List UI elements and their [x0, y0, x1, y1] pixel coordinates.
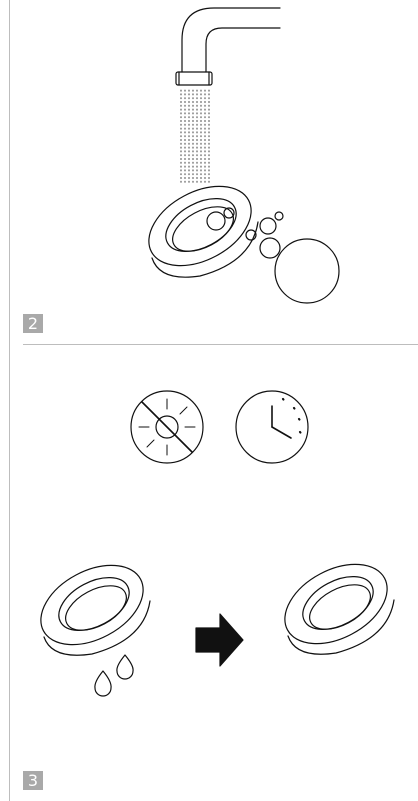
water-stream [181, 90, 209, 184]
bubbles [207, 208, 339, 303]
dry-lens-icon [271, 548, 400, 660]
step-number-badge: 3 [23, 771, 43, 790]
clock-icon [236, 391, 308, 463]
no-sunlight-icon [131, 391, 203, 463]
wet-lens-icon [27, 549, 156, 661]
faucet-icon [176, 8, 280, 85]
lens-rinse-icon [135, 170, 264, 282]
step-number-badge: 2 [23, 314, 43, 333]
right-arrow-icon [196, 614, 243, 666]
water-drops-icon [95, 655, 133, 696]
